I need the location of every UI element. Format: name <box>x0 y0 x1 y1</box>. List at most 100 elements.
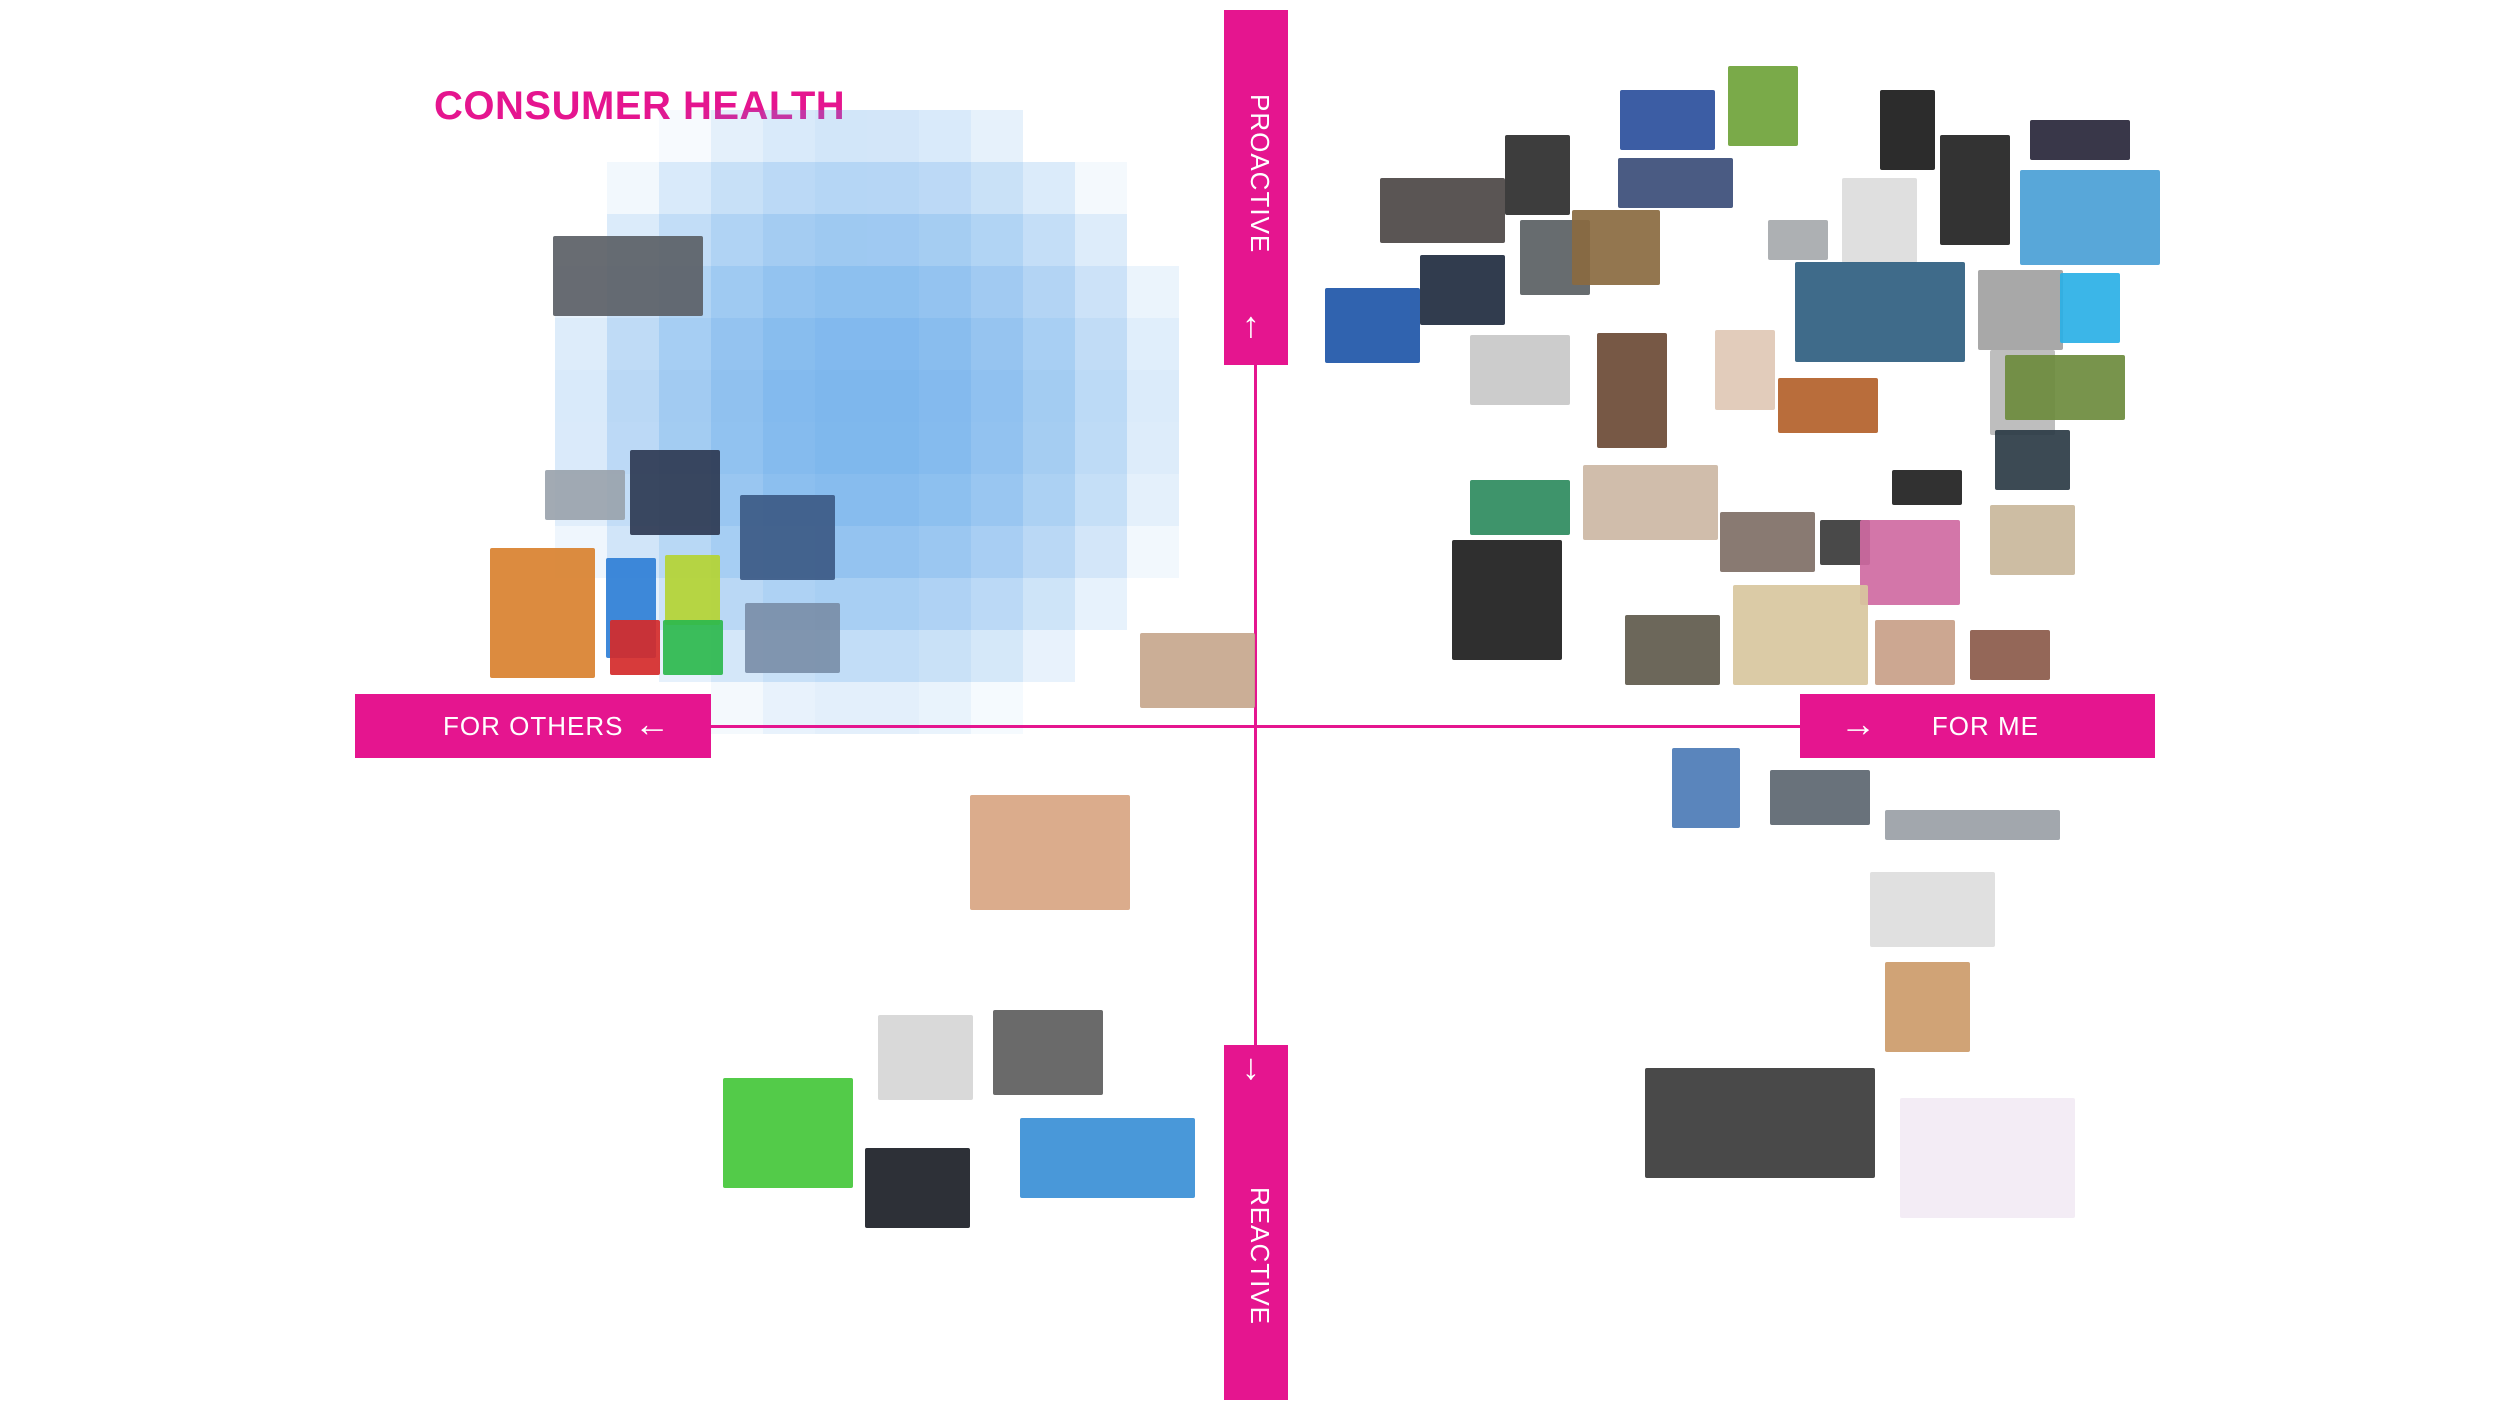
glow-cell <box>971 162 1023 214</box>
glow-cell <box>867 526 919 578</box>
product-photo <box>1140 633 1255 708</box>
axis-label-reactive: REACTIVE <box>1245 1187 1275 1326</box>
product-photo <box>970 795 1130 910</box>
product-photo <box>1978 270 2063 350</box>
glow-cell <box>971 474 1023 526</box>
product-photo <box>2060 273 2120 343</box>
glow-cell <box>1023 578 1075 630</box>
glow-cell <box>815 266 867 318</box>
glow-cell <box>1127 526 1179 578</box>
product-photo <box>1715 330 1775 410</box>
glow-cell <box>555 318 607 370</box>
glow-cell <box>815 162 867 214</box>
glow-cell <box>867 214 919 266</box>
glow-cell <box>971 214 1023 266</box>
glow-cell <box>659 162 711 214</box>
product-photo <box>740 495 835 580</box>
glow-cell <box>919 422 971 474</box>
glow-cell <box>1075 318 1127 370</box>
product-photo <box>1452 540 1562 660</box>
glow-cell <box>919 318 971 370</box>
product-photo <box>545 470 625 520</box>
product-photo <box>1720 512 1815 572</box>
product-photo <box>1768 220 1828 260</box>
product-photo <box>1672 748 1740 828</box>
glow-cell <box>1127 422 1179 474</box>
product-photo <box>1625 615 1720 685</box>
product-photo <box>1620 90 1715 150</box>
glow-cell <box>815 422 867 474</box>
glow-cell <box>763 370 815 422</box>
product-photo <box>1860 520 1960 605</box>
product-photo <box>1420 255 1505 325</box>
product-photo <box>1470 480 1570 535</box>
arrow-left-icon: ← <box>634 703 671 744</box>
glow-cell <box>919 162 971 214</box>
glow-cell <box>1075 214 1127 266</box>
vertical-axis-line <box>1254 20 1257 1400</box>
product-photo <box>865 1148 970 1228</box>
glow-cell <box>763 162 815 214</box>
glow-cell <box>711 370 763 422</box>
glow-cell <box>1127 474 1179 526</box>
glow-cell <box>1023 162 1075 214</box>
glow-cell <box>1075 370 1127 422</box>
product-photo <box>2005 355 2125 420</box>
glow-cell <box>763 110 815 162</box>
glow-cell <box>919 526 971 578</box>
product-photo <box>490 548 595 678</box>
product-photo <box>610 620 660 675</box>
glow-cell <box>763 318 815 370</box>
glow-cell <box>867 110 919 162</box>
glow-cell <box>919 474 971 526</box>
product-photo <box>745 603 840 673</box>
arrow-right-icon: → <box>1840 703 1877 744</box>
product-photo <box>1970 630 2050 680</box>
arrow-up-icon: ↑ <box>1242 304 1261 345</box>
product-photo <box>1020 1118 1195 1198</box>
glow-cell <box>763 266 815 318</box>
glow-cell <box>711 110 763 162</box>
product-photo <box>553 236 703 316</box>
product-photo <box>723 1078 853 1188</box>
product-photo <box>1733 585 1868 685</box>
product-photo <box>1795 262 1965 362</box>
glow-cell <box>867 370 919 422</box>
product-photo <box>1505 135 1570 215</box>
glow-cell <box>815 110 867 162</box>
glow-cell <box>919 214 971 266</box>
glow-cell <box>659 110 711 162</box>
product-photo <box>1645 1068 1875 1178</box>
glow-cell <box>1127 318 1179 370</box>
glow-cell <box>971 318 1023 370</box>
product-photo <box>1380 178 1505 243</box>
glow-cell <box>607 162 659 214</box>
product-photo <box>1572 210 1660 285</box>
glow-cell <box>919 630 971 682</box>
axis-label-for-me: FOR ME <box>1931 710 2039 741</box>
glow-cell <box>815 318 867 370</box>
product-photo <box>1842 178 1917 263</box>
glow-cell <box>971 110 1023 162</box>
glow-cell <box>659 318 711 370</box>
product-photo <box>1597 333 1667 448</box>
product-photo <box>1618 158 1733 208</box>
glow-cell <box>919 110 971 162</box>
glow-cell <box>815 214 867 266</box>
page-title: CONSUMER HEALTH <box>434 84 846 128</box>
glow-cell <box>1023 422 1075 474</box>
axis-bar-proactive: PROACTIVE ↑ <box>1224 10 1288 365</box>
product-photo <box>1778 378 1878 433</box>
glow-cell <box>1075 422 1127 474</box>
glow-cell <box>1023 370 1075 422</box>
product-photo <box>665 555 720 625</box>
product-photo <box>1892 470 1962 505</box>
glow-cell <box>867 474 919 526</box>
glow-cell <box>867 578 919 630</box>
glow-cell <box>1075 526 1127 578</box>
glow-cell <box>971 630 1023 682</box>
glow-cell <box>919 578 971 630</box>
glow-cell <box>1127 370 1179 422</box>
product-photo <box>630 450 720 535</box>
glow-cell <box>1127 266 1179 318</box>
